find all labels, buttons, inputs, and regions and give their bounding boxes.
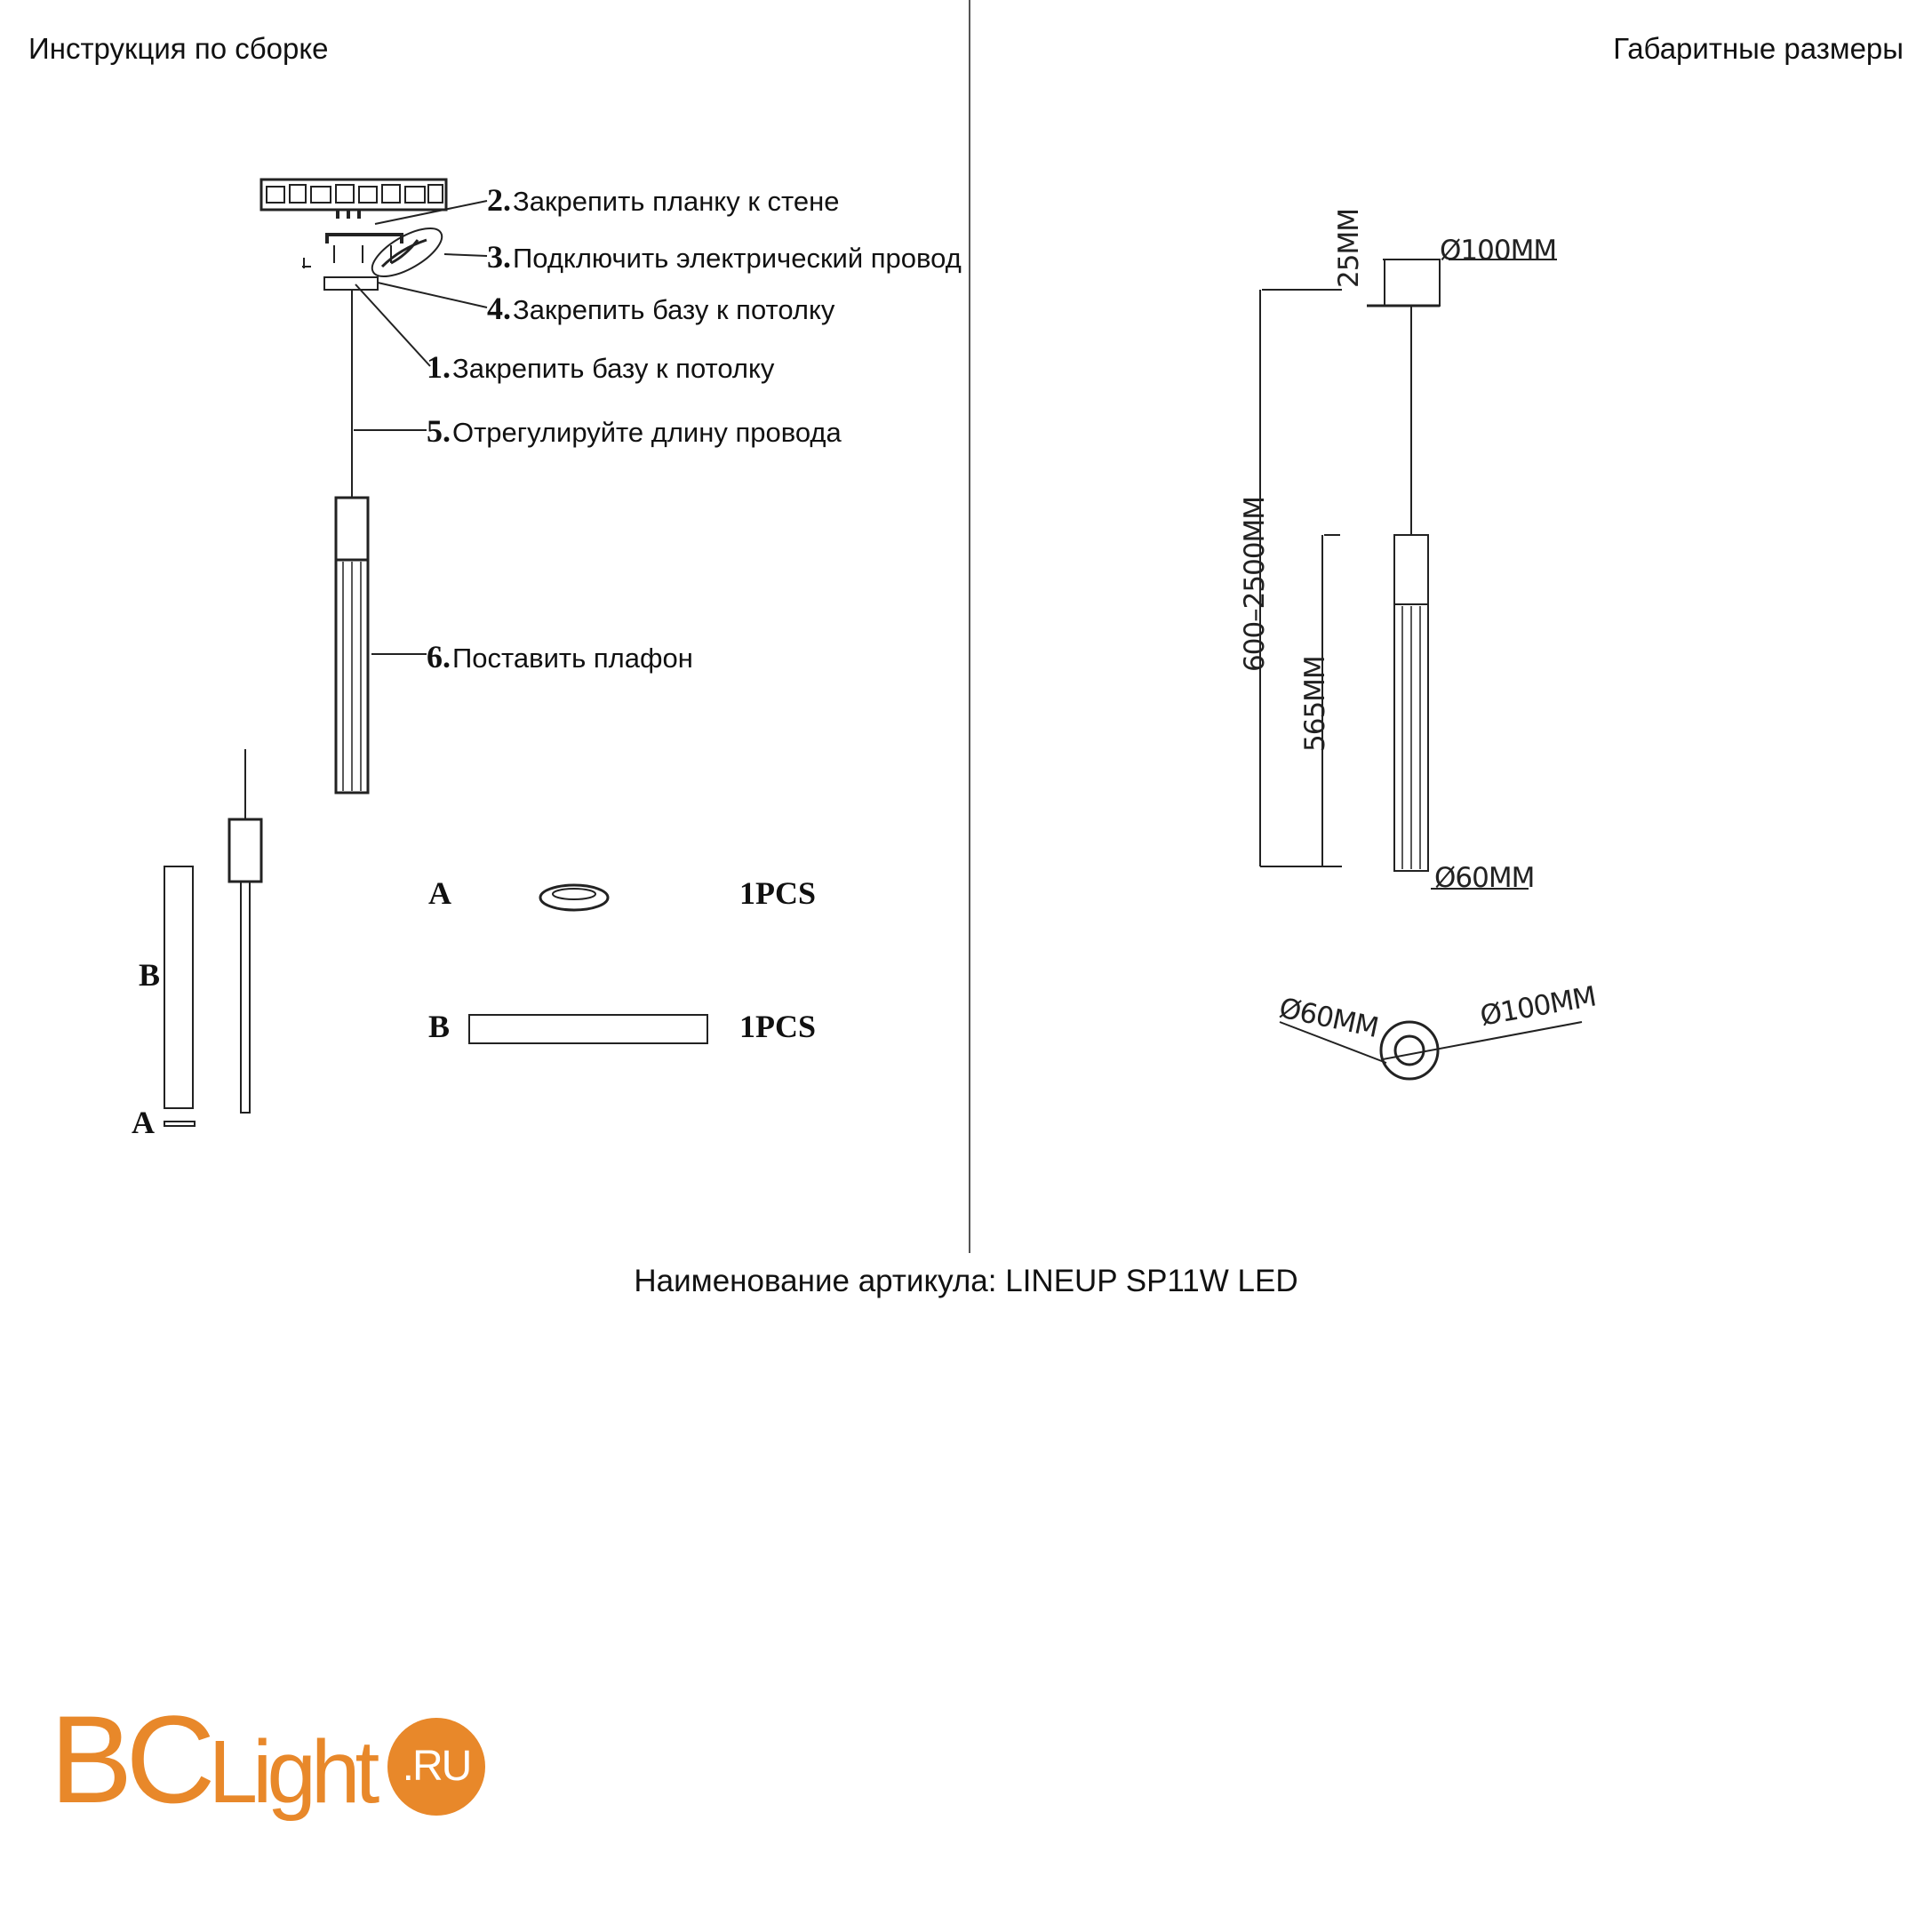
column-divider (969, 0, 970, 1253)
dim-shade-length: 565MM (1299, 656, 1331, 752)
step-3: 3.Подключить электрический провод (487, 239, 962, 275)
dimension-top-view (1279, 1020, 1583, 1081)
part-a-label: A (428, 875, 451, 911)
step-6: 6.Поставить плафон (427, 639, 693, 675)
step-2: 2.Закрепить планку к стене (487, 182, 840, 218)
step-4: 4.Закрепить базу к потолку (487, 291, 835, 326)
ceiling-strip-illustration (259, 178, 448, 219)
part-b-label: B (428, 1009, 451, 1044)
dimension-front-view (1259, 259, 1557, 890)
assembly-heading: Инструкция по сборке (28, 32, 329, 65)
dim-cable-range: 600–2500MM (1239, 496, 1271, 672)
part-a-quantity: 1PCS (739, 875, 817, 911)
part-a-ring-illustration (539, 883, 610, 912)
step-1: 1.Закрепить базу к потолку (427, 349, 775, 385)
wire-connector-illustration (371, 228, 443, 277)
dim-canopy-diameter: Ø100MM (1440, 235, 1557, 267)
pendant-assembly-illustration (334, 290, 370, 794)
part-b-quantity: 1PCS (739, 1009, 817, 1044)
side-view-a-label: A (132, 1105, 155, 1140)
dim-canopy-height: 25MM (1333, 209, 1365, 288)
dim-shade-diameter: Ø60MM (1434, 862, 1535, 894)
bclight-logo: BCLight .RU (50, 1693, 494, 1835)
dimensions-heading: Габаритные размеры (1613, 32, 1904, 65)
step-5: 5.Отрегулируйте длину провода (427, 413, 842, 449)
side-view-b-label: B (139, 957, 161, 993)
article-name: Наименование артикула: LINEUP SP11W LED (634, 1264, 1298, 1298)
part-b-bar-illustration (468, 1014, 708, 1044)
parts-side-view-illustration (164, 749, 263, 1127)
